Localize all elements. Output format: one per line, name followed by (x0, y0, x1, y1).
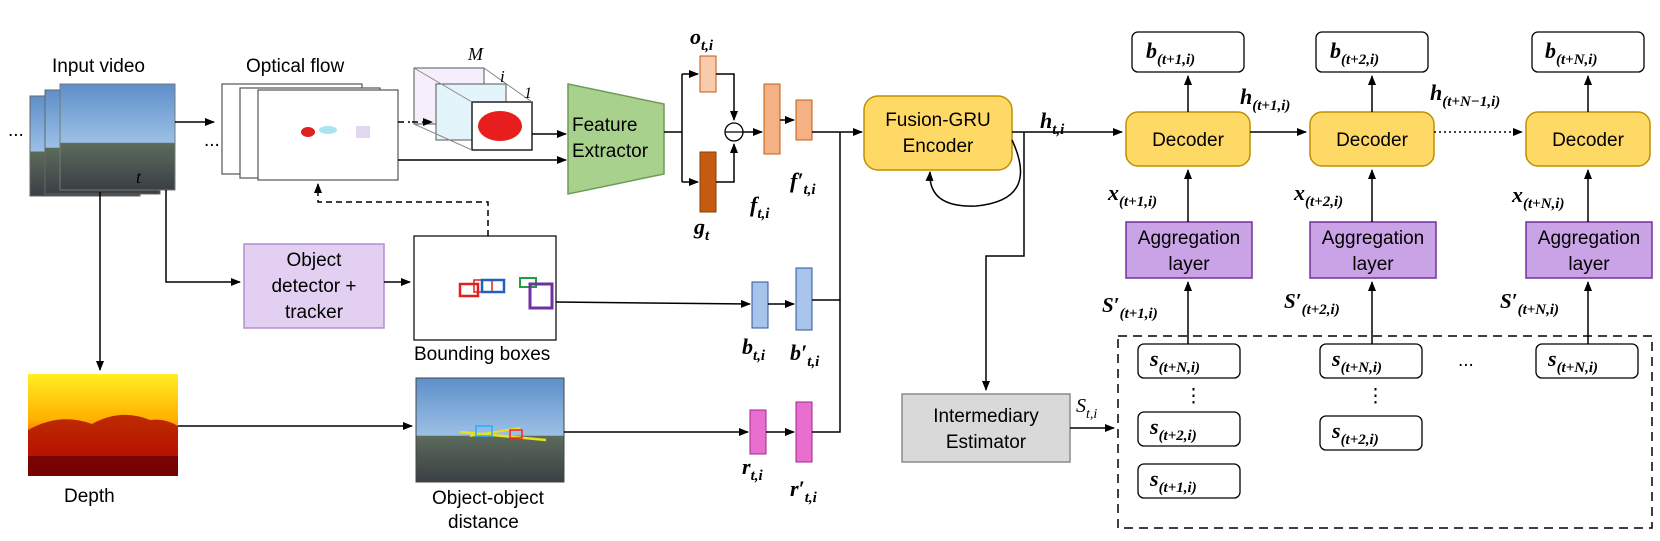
o-symbol: ot,i (690, 24, 714, 54)
object-detector-label-3: tracker (285, 302, 344, 323)
mid-ellipsis: ... (1458, 350, 1474, 371)
s-symbol-c1: s(t+N,i) (1547, 346, 1598, 376)
o-vector (699, 55, 717, 93)
g-symbol: gt (693, 214, 710, 244)
bounding-boxes-image (413, 235, 557, 341)
fusion-gru-label-2: Encoder (903, 136, 974, 157)
f-prime-symbol: f′t,i (790, 168, 816, 198)
object-distance-image (415, 377, 565, 483)
output-b-box-2 (1315, 31, 1429, 73)
output-b-symbol-2: b(t+2,i) (1330, 38, 1379, 68)
aggregation-label-2a: Aggregation (1322, 228, 1424, 249)
output-b-box-3 (1531, 31, 1645, 73)
f-prime-vector (795, 99, 813, 141)
bounding-boxes-label: Bounding boxes (414, 344, 550, 365)
s-prime-symbol-3: S′(t+N,i) (1500, 289, 1559, 318)
feature-extractor-label-1: Feature (572, 115, 637, 136)
vdots-a: ⋮ (1184, 386, 1203, 407)
s-box-b2 (1319, 415, 1423, 451)
s-symbol-b2: s(t+2,i) (1331, 418, 1379, 448)
aggregation-label-3b: layer (1568, 254, 1610, 275)
s-prime-symbol-1: S′(t+1,i) (1102, 293, 1158, 322)
m-label: M (467, 44, 484, 64)
decoder-label-2: Decoder (1336, 130, 1408, 151)
r-prime-vector (795, 401, 813, 463)
s-prime-symbol-2: S′(t+2,i) (1284, 289, 1340, 318)
t-label: t (136, 167, 142, 187)
object-detector-label-1: Object (287, 250, 343, 271)
x-symbol-3: x(t+N,i) (1511, 182, 1564, 212)
i-label: i (500, 67, 505, 86)
intermediary-label-1: Intermediary (933, 406, 1039, 427)
h-ti-symbol: ht,i (1040, 108, 1065, 138)
r-symbol: rt,i (742, 454, 763, 484)
b-symbol: bt,i (742, 334, 766, 364)
output-b-symbol-3: b(t+N,i) (1545, 38, 1597, 68)
input-video-label: Input video (52, 56, 145, 77)
f-symbol: ft,i (750, 192, 770, 222)
object-detector-label-2: detector + (271, 276, 356, 297)
s-symbol-a2: s(t+2,i) (1149, 414, 1197, 444)
b-prime-symbol: b′t,i (790, 340, 820, 370)
r-vector (749, 409, 767, 455)
s-box-a3 (1137, 463, 1241, 499)
h-tn1-symbol: h(t+N−1,i) (1430, 80, 1500, 110)
feature-extractor-box (567, 83, 665, 195)
aggregation-box-2 (1309, 221, 1437, 279)
b-prime-vector (795, 267, 813, 331)
decoder-label-3: Decoder (1552, 130, 1624, 151)
aggregation-label-1b: layer (1168, 254, 1210, 275)
s-ti-symbol: St,i (1076, 395, 1097, 422)
s-box-a1 (1137, 343, 1241, 379)
s-box-c1 (1535, 343, 1639, 379)
optical-flow-frames (221, 83, 399, 181)
future-states-container (1117, 335, 1653, 529)
h-t1-symbol: h(t+1,i) (1240, 84, 1290, 114)
s-symbol-b1: s(t+N,i) (1331, 346, 1382, 376)
output-b-symbol-1: b(t+1,i) (1146, 38, 1195, 68)
r-prime-symbol: r′t,i (790, 476, 818, 506)
depth-image (28, 374, 178, 476)
intermediary-label-2: Estimator (946, 432, 1027, 453)
b-vector (751, 281, 769, 329)
connectors (96, 70, 1592, 436)
x-symbol-2: x(t+2,i) (1293, 180, 1343, 210)
object-distance-label-2: distance (448, 512, 519, 533)
s-symbol-a3: s(t+1,i) (1149, 466, 1197, 496)
x-symbol-1: x(t+1,i) (1107, 180, 1157, 210)
s-box-a2 (1137, 411, 1241, 447)
decoder-label-1: Decoder (1152, 130, 1224, 151)
output-b-box-1 (1131, 31, 1245, 73)
g-vector (699, 151, 717, 213)
aggregation-box-3 (1525, 221, 1653, 279)
aggregation-label-2b: layer (1352, 254, 1394, 275)
input-video-frames (29, 83, 176, 197)
aggregation-label-1a: Aggregation (1138, 228, 1240, 249)
depth-label: Depth (64, 486, 115, 507)
aggregation-label-3a: Aggregation (1538, 228, 1640, 249)
flow-ellipsis: ... (204, 130, 220, 151)
left-ellipsis: ... (8, 120, 24, 141)
s-box-b1 (1319, 343, 1423, 379)
fusion-gru-label-1: Fusion-GRU (885, 110, 991, 131)
f-vector (763, 83, 781, 155)
optical-flow-label: Optical flow (246, 56, 344, 77)
aggregation-box-1 (1125, 221, 1253, 279)
flow-crop-stack (413, 67, 533, 151)
object-distance-label-1: Object-object (432, 488, 545, 509)
fusion-gru-encoder-box (863, 95, 1013, 171)
s-symbol-a1: s(t+N,i) (1149, 346, 1200, 376)
vdots-b: ⋮ (1366, 386, 1385, 407)
one-label: 1 (524, 85, 532, 102)
feature-extractor-label-2: Extractor (572, 141, 649, 162)
object-detector-box (243, 243, 385, 329)
